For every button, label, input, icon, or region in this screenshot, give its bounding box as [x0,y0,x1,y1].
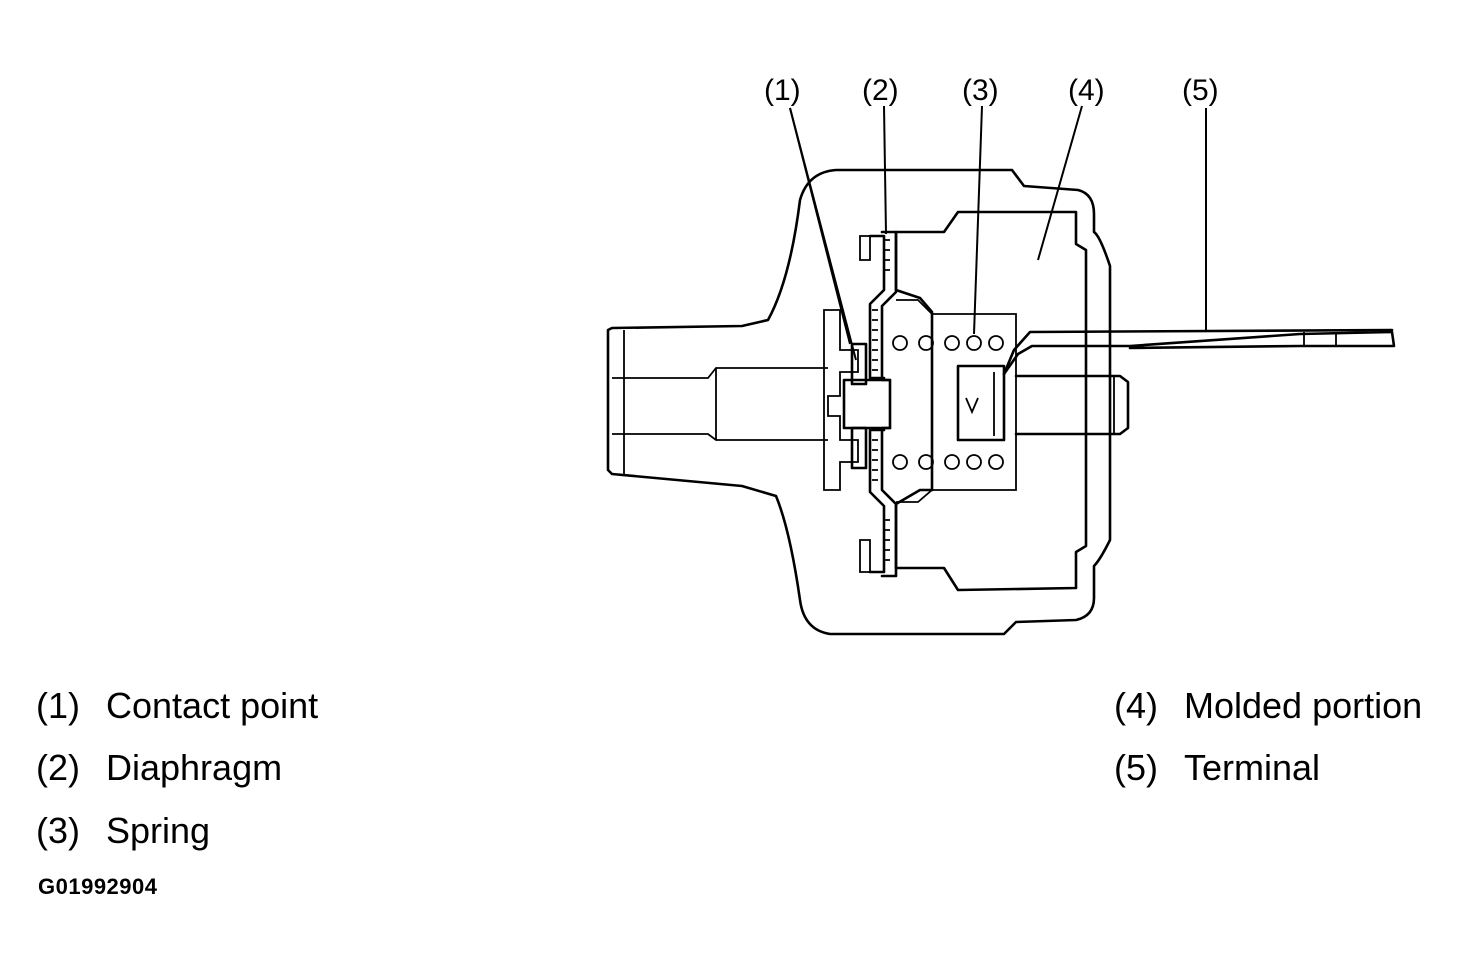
legend-number: (2) [36,747,80,788]
piston-housing [896,299,1017,503]
plunger [956,364,1130,442]
legend-label: Diaphragm [106,747,283,788]
callout-3: (3) [962,74,999,107]
legend-label: Contact point [106,685,319,726]
legend-number: (4) [1114,685,1158,726]
legend-item-1: (1) Contact point [36,686,318,726]
housing-outline [606,168,1112,636]
spring [892,335,1004,470]
callout-5: (5) [1182,74,1219,107]
legend-item-3: (3) Spring [36,811,210,851]
legend-item-4: (4) Molded portion [1114,686,1422,726]
terminal [1002,328,1396,376]
legend-number: (3) [36,810,80,851]
callout-2: (2) [862,74,899,107]
contact-point [842,342,892,470]
legend-number: (5) [1114,747,1158,788]
nozzle [612,330,828,474]
callout-1: (1) [764,74,801,107]
legend-label: Molded portion [1184,685,1423,726]
leader-lines [789,105,1207,361]
callout-4: (4) [1068,74,1105,107]
legend-number: (1) [36,685,80,726]
legend-item-5: (5) Terminal [1114,748,1320,788]
molded-portion [894,210,1088,592]
legend-item-2: (2) Diaphragm [36,748,282,788]
legend-label: Terminal [1184,747,1321,788]
figure-code: G01992904 [38,874,158,899]
legend-label: Spring [106,810,211,851]
diaphragm [859,230,898,578]
